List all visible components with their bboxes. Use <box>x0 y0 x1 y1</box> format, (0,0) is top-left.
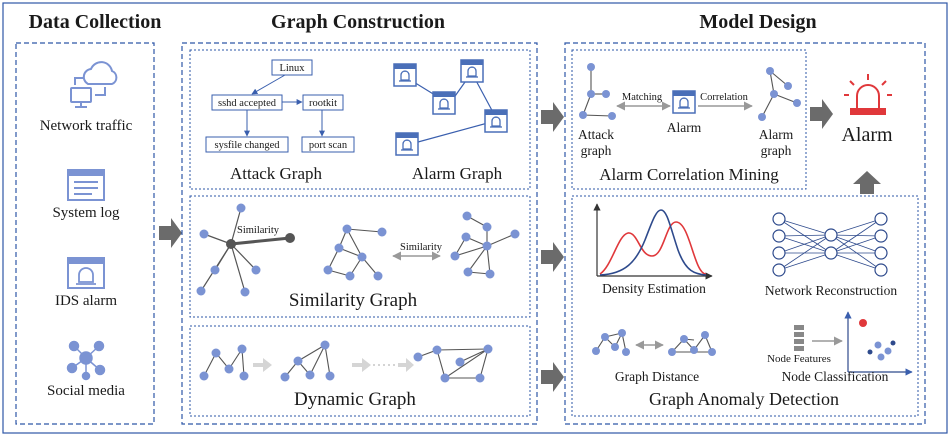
attack-alarm-subpanel <box>189 49 531 190</box>
data-item-ids-alarm: IDS alarm <box>55 293 117 309</box>
attack-node-rootkit: rootkit <box>309 98 337 109</box>
data-item-system-log: System log <box>52 205 120 221</box>
collection-to-construction-arrow <box>159 218 182 248</box>
anomaly-to-alarm-arrow <box>853 171 881 194</box>
dynamic-arrow-3 <box>398 358 414 372</box>
acm-alarm-graph-l1: Alarm <box>759 127 794 142</box>
similarity-graph-right <box>450 211 520 279</box>
data-item-network-traffic: Network traffic <box>40 118 133 134</box>
graph-distance-label: Graph Distance <box>615 369 699 384</box>
node-features-stack <box>794 325 804 351</box>
acm-attack-graph-l1: Attack <box>578 127 614 142</box>
model-design-title: Model Design <box>699 11 816 33</box>
construction-to-model-arrow-3 <box>541 362 564 392</box>
dynamic-subpanel <box>189 325 531 417</box>
node-classification-label: Node Classification <box>782 369 889 384</box>
data-collection-title: Data Collection <box>29 11 162 33</box>
similarity-graph-left <box>196 203 295 297</box>
correlation-label: Correlation <box>700 92 749 103</box>
similarity-subpanel <box>189 195 531 318</box>
autoencoder-diagram <box>772 212 888 277</box>
classification-plot <box>844 311 913 376</box>
acm-alarm-graph <box>758 67 801 121</box>
density-label: Density Estimation <box>602 281 706 296</box>
network-traffic-icon <box>70 61 118 108</box>
attack-graph-diagram <box>205 59 355 153</box>
data-item-social-media: Social media <box>47 383 125 399</box>
alarm-output-label: Alarm <box>841 124 893 146</box>
model-design-panel <box>564 42 926 425</box>
density-plot <box>593 203 713 280</box>
graph-construction-title: Graph Construction <box>271 11 445 33</box>
alarm-correlation-label: Alarm Correlation Mining <box>599 165 779 184</box>
dynamic-arrow-2 <box>352 358 371 372</box>
similarity-graph-label: Similarity Graph <box>289 290 418 311</box>
graph-construction-panel <box>181 42 538 425</box>
system-log-icon <box>67 169 105 201</box>
network-recon-label: Network Reconstruction <box>765 283 898 298</box>
anomaly-subpanel <box>571 195 919 417</box>
data-collection-panel <box>15 42 155 425</box>
siren-icon <box>844 74 892 115</box>
attack-node-sysfile: sysfile changed <box>214 140 280 151</box>
acm-to-alarm-arrow <box>810 99 833 129</box>
attack-graph-label: Attack Graph <box>230 164 323 183</box>
node-features-label: Node Features <box>767 353 831 365</box>
acm-attack-graph-l2: graph <box>581 143 612 158</box>
anomaly-detection-label: Graph Anomaly Detection <box>649 389 839 409</box>
similarity-tag-left: Similarity <box>237 225 280 236</box>
alarm-graph-label: Alarm Graph <box>412 164 503 183</box>
acm-attack-graph <box>579 63 616 120</box>
similarity-tag-mid: Similarity <box>400 242 443 253</box>
acm-alarm-label: Alarm <box>667 120 702 135</box>
alarm-correlation-subpanel <box>571 49 807 190</box>
matching-label: Matching <box>622 92 663 103</box>
similarity-graph-mid <box>323 224 387 281</box>
attack-node-sshd: sshd accepted <box>218 98 277 109</box>
attack-node-portscan: port scan <box>309 140 348 151</box>
construction-to-model-arrow-1 <box>541 102 564 132</box>
dynamic-graph-label: Dynamic Graph <box>294 389 416 410</box>
dynamic-arrow-1 <box>253 358 272 372</box>
acm-alarm-icon <box>672 90 696 114</box>
dynamic-graph-snapshots <box>199 340 493 383</box>
construction-to-model-arrow-2 <box>541 242 564 272</box>
acm-alarm-graph-l2: graph <box>761 143 792 158</box>
attack-node-linux: Linux <box>279 63 305 74</box>
social-media-icon <box>66 340 106 381</box>
graph-distance-diagram <box>592 329 716 356</box>
ids-alarm-icon <box>67 257 105 289</box>
alarm-graph-diagram <box>393 59 508 156</box>
